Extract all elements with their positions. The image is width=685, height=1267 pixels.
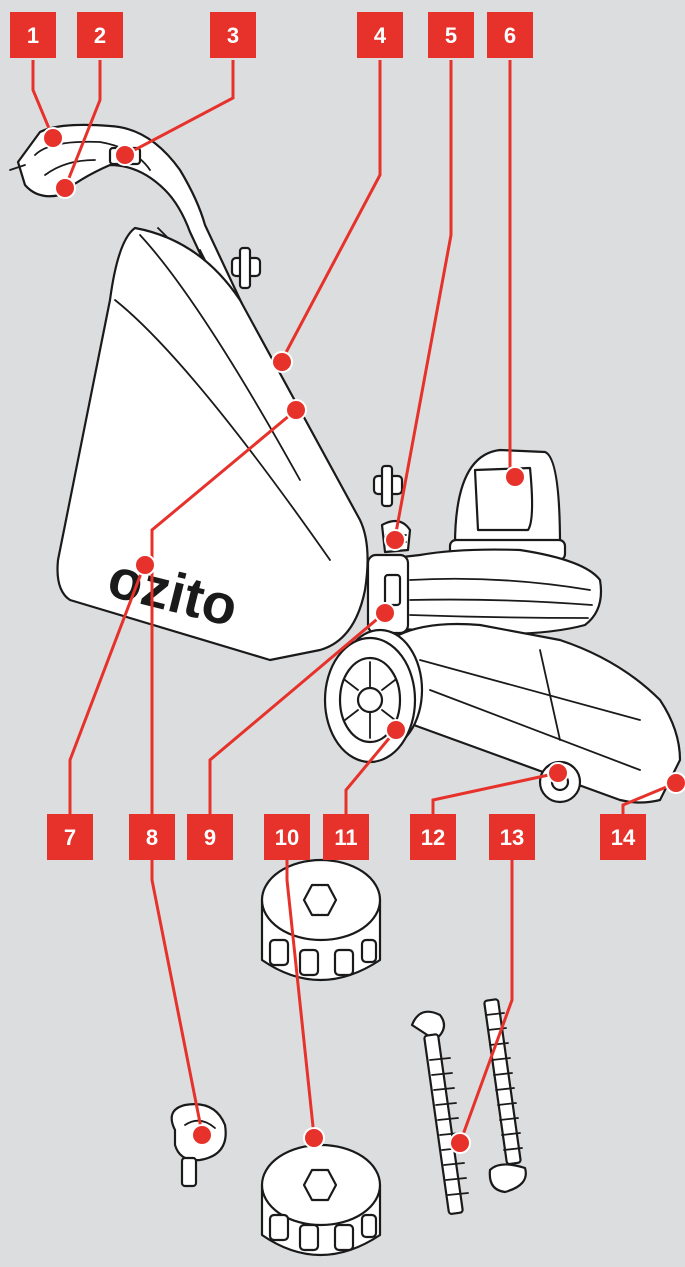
callout-5: 5 (428, 12, 474, 58)
marker-1 (43, 128, 63, 148)
callout-2: 2 (77, 12, 123, 58)
leader-4 (282, 60, 380, 360)
callout-4: 4 (357, 12, 403, 58)
callout-1: 1 (10, 12, 56, 58)
callout-10: 10 (264, 814, 310, 860)
marker-4 (272, 352, 292, 372)
callout-9: 9 (187, 814, 233, 860)
wheel-cap-upper (262, 860, 380, 980)
marker-14 (666, 773, 685, 793)
bolt-right (484, 999, 526, 1192)
callout-6: 6 (487, 12, 533, 58)
callout-10-number: 10 (275, 825, 299, 850)
callout-3: 3 (210, 12, 256, 58)
leader-5 (395, 60, 451, 538)
marker-9 (375, 603, 395, 623)
bolts (412, 999, 526, 1214)
callout-6-number: 6 (504, 23, 516, 48)
marker-11 (386, 720, 406, 740)
wheel-caps (262, 860, 380, 1255)
callout-14: 14 (600, 814, 646, 860)
callout-14-number: 14 (611, 825, 636, 850)
callout-11: 11 (323, 814, 369, 860)
callout-2-number: 2 (94, 23, 106, 48)
motor-housing (450, 450, 565, 560)
marker-12 (548, 763, 568, 783)
callout-13: 13 (489, 814, 535, 860)
base-nozzle (389, 624, 680, 803)
marker-3 (115, 145, 135, 165)
callout-13-number: 13 (500, 825, 524, 850)
callout-12: 12 (410, 814, 456, 860)
marker-10 (304, 1128, 324, 1148)
callout-8-number: 8 (146, 825, 158, 850)
callout-11-number: 11 (334, 825, 357, 850)
wheel-cap-lower (262, 1145, 380, 1255)
marker-13 (450, 1133, 470, 1153)
marker-6 (505, 467, 525, 487)
marker-7 (135, 555, 155, 575)
callout-5-number: 5 (445, 23, 457, 48)
callout-4-number: 4 (374, 23, 387, 48)
bolt-left (412, 1012, 468, 1215)
leader-1 (33, 60, 53, 138)
product-illustration: ozito (10, 125, 680, 803)
callout-7: 7 (47, 814, 93, 860)
collection-bag: ozito (58, 228, 368, 660)
marker-8-clip (192, 1125, 212, 1145)
callout-1-number: 1 (27, 23, 39, 48)
callout-7-number: 7 (64, 825, 76, 850)
callout-9-number: 9 (204, 825, 216, 850)
callout-12-number: 12 (421, 825, 445, 850)
marker-5 (385, 530, 405, 550)
callout-3-number: 3 (227, 23, 239, 48)
marker-2 (55, 178, 75, 198)
leader-8-lower (152, 860, 202, 1133)
callout-8: 8 (129, 814, 175, 860)
marker-8 (286, 400, 306, 420)
